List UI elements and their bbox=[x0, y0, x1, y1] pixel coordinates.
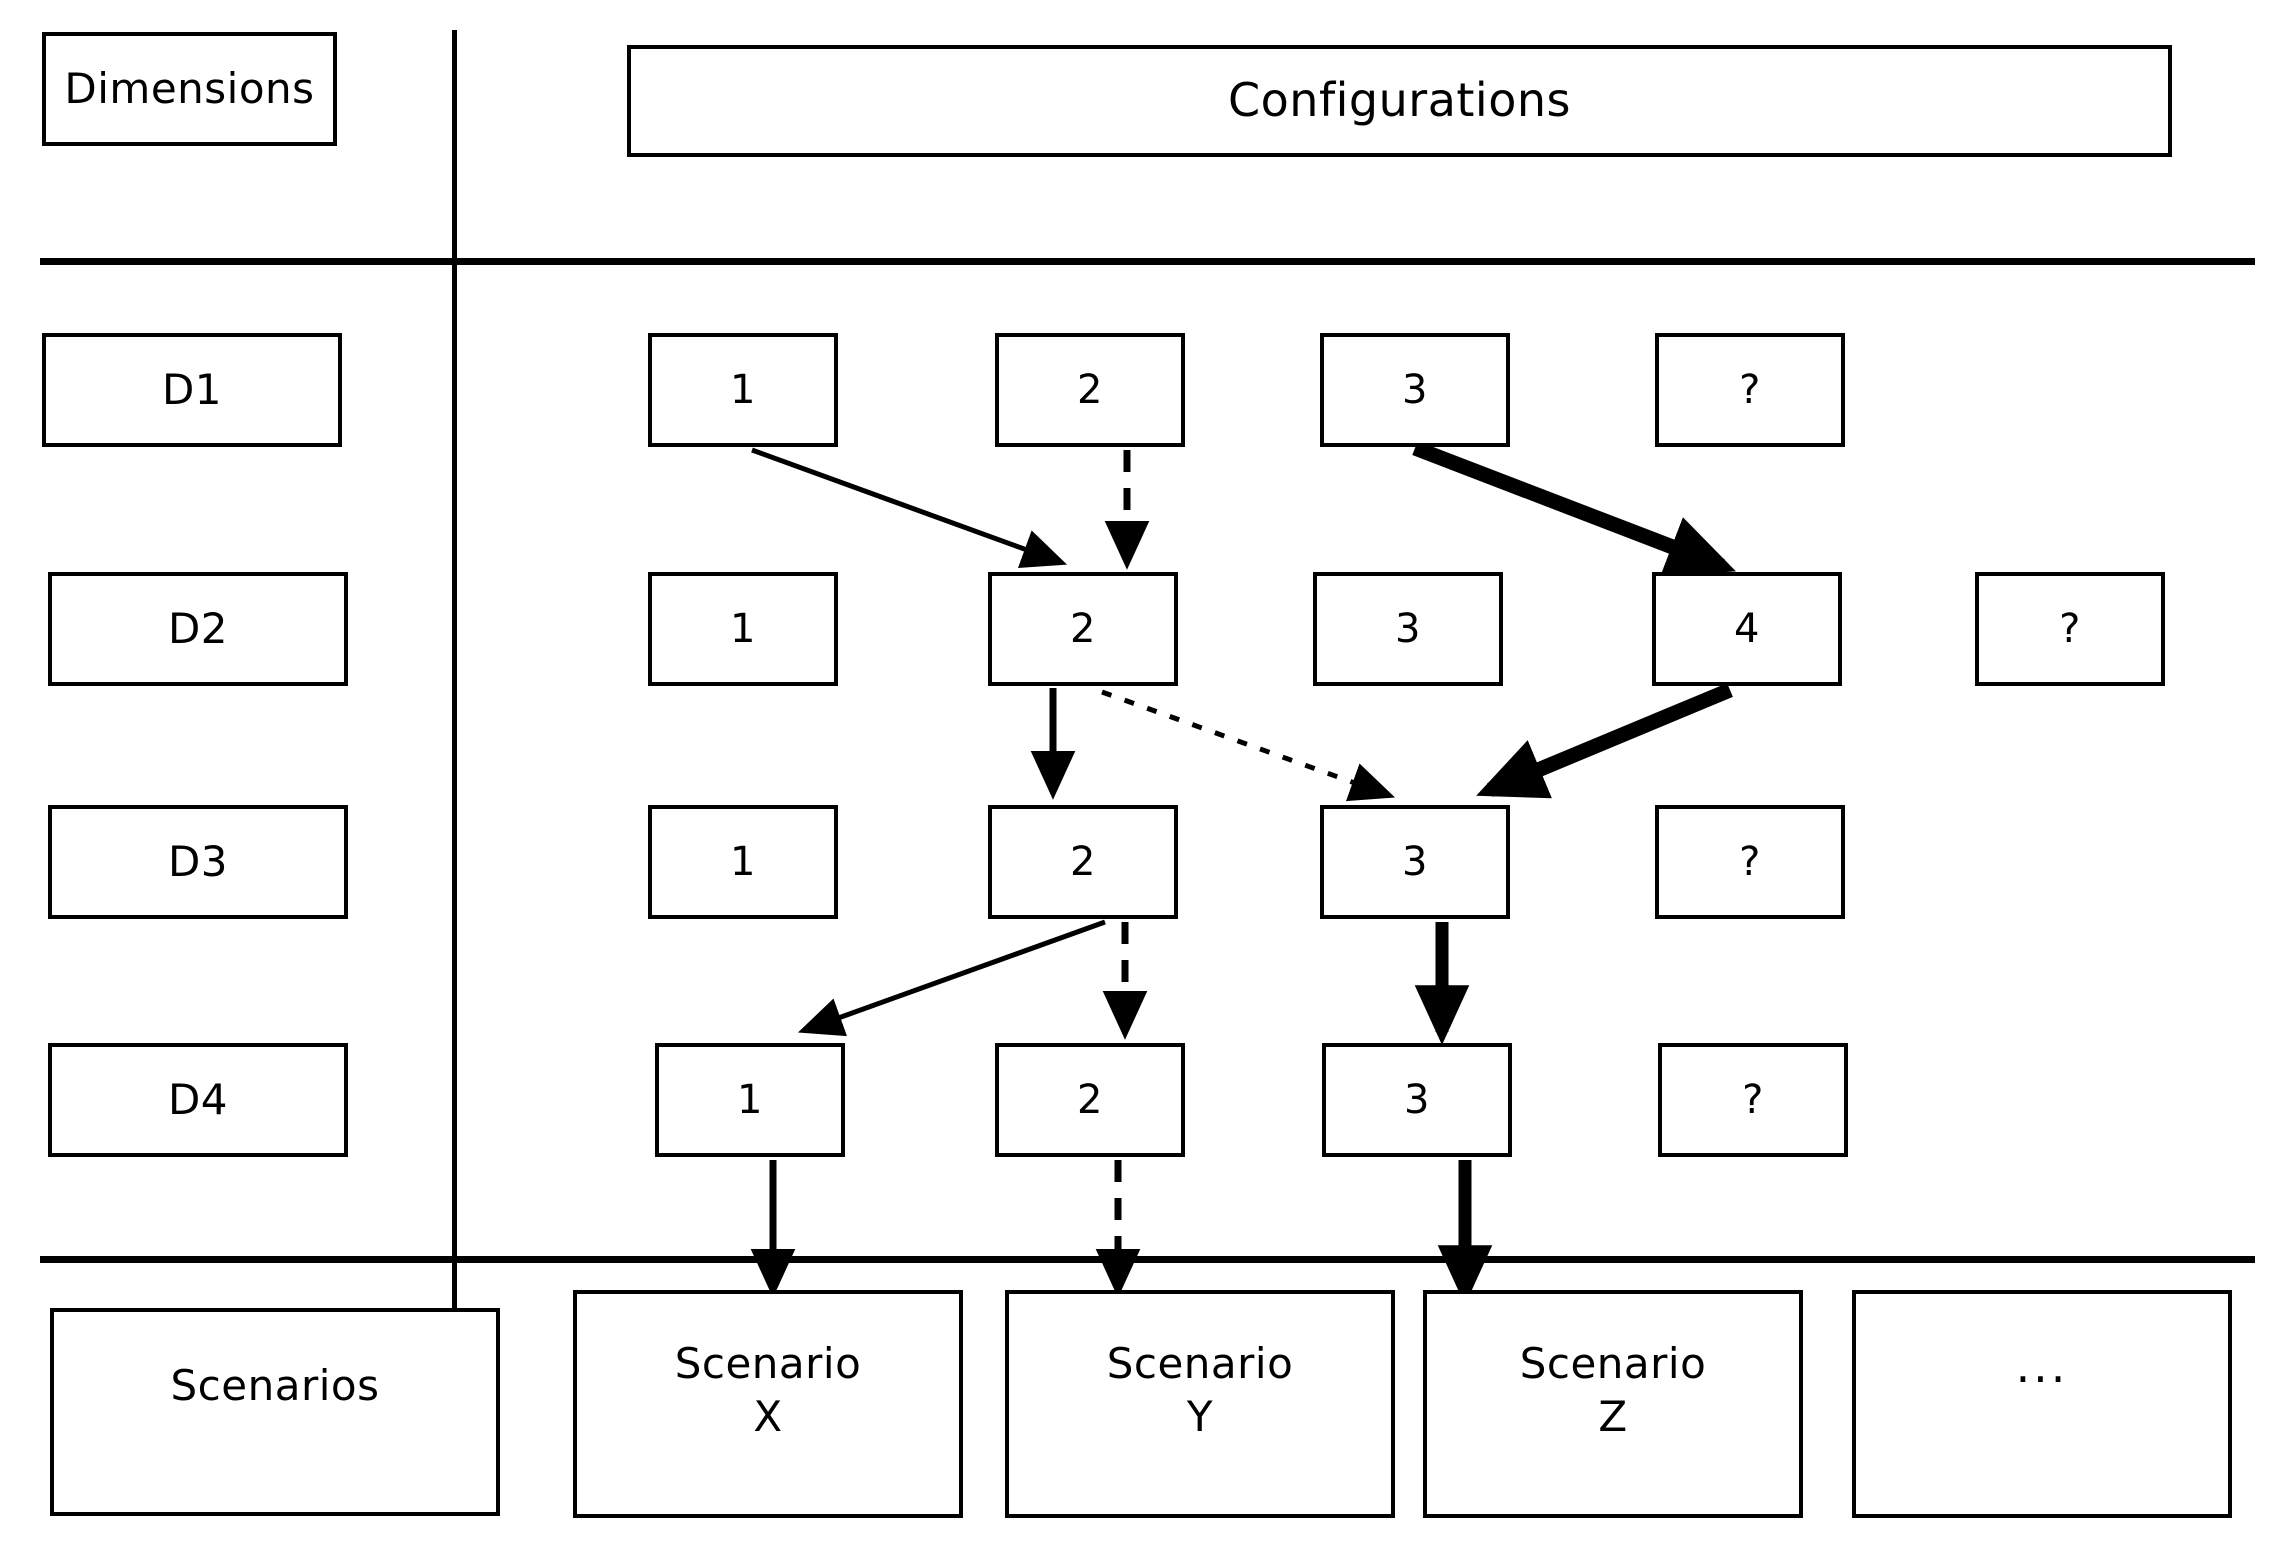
dimension-label-d4: D4 bbox=[48, 1043, 348, 1157]
option-d1-3[interactable]: 3 bbox=[1320, 333, 1510, 447]
option-d4-unknown[interactable]: ? bbox=[1658, 1043, 1848, 1157]
option-d2-4[interactable]: 4 bbox=[1652, 572, 1842, 686]
connector-d3-2-to-d4-1 bbox=[797, 919, 1106, 1037]
option-d3-3[interactable]: 3 bbox=[1320, 805, 1510, 919]
scenario-z[interactable]: Scenario Z bbox=[1423, 1290, 1803, 1518]
option-d2-1[interactable]: 1 bbox=[648, 572, 838, 686]
vertical-divider bbox=[452, 30, 457, 1400]
option-d2-unknown[interactable]: ? bbox=[1975, 572, 2165, 686]
option-d4-3[interactable]: 3 bbox=[1322, 1043, 1512, 1157]
connector-d2-4-to-d3-3 bbox=[1476, 683, 1733, 799]
footer-scenarios-label: Scenarios bbox=[50, 1308, 500, 1516]
scenario-x[interactable]: Scenario X bbox=[573, 1290, 963, 1518]
option-d3-1[interactable]: 1 bbox=[648, 805, 838, 919]
dimension-label-d3: D3 bbox=[48, 805, 348, 919]
option-d3-2[interactable]: 2 bbox=[988, 805, 1178, 919]
connector-d1-1-to-d2-2 bbox=[751, 447, 1068, 568]
header-configurations: Configurations bbox=[627, 45, 2172, 157]
option-d2-3[interactable]: 3 bbox=[1313, 572, 1503, 686]
connector-d2-2-to-d3-3 bbox=[1101, 689, 1396, 802]
option-d1-2[interactable]: 2 bbox=[995, 333, 1185, 447]
option-d4-2[interactable]: 2 bbox=[995, 1043, 1185, 1157]
option-d1-unknown[interactable]: ? bbox=[1655, 333, 1845, 447]
option-d2-2[interactable]: 2 bbox=[988, 572, 1178, 686]
dimension-label-d2: D2 bbox=[48, 572, 348, 686]
option-d3-unknown[interactable]: ? bbox=[1655, 805, 1845, 919]
header-dimensions: Dimensions bbox=[42, 32, 337, 146]
option-d4-1[interactable]: 1 bbox=[655, 1043, 845, 1157]
horizontal-divider-top bbox=[40, 258, 2255, 265]
option-d1-1[interactable]: 1 bbox=[648, 333, 838, 447]
connector-d1-3-to-d2-4 bbox=[1412, 440, 1737, 577]
scenario-y[interactable]: Scenario Y bbox=[1005, 1290, 1395, 1518]
scenario-more[interactable]: ... bbox=[1852, 1290, 2232, 1518]
dimension-label-d1: D1 bbox=[42, 333, 342, 447]
horizontal-divider-bottom bbox=[40, 1256, 2255, 1263]
